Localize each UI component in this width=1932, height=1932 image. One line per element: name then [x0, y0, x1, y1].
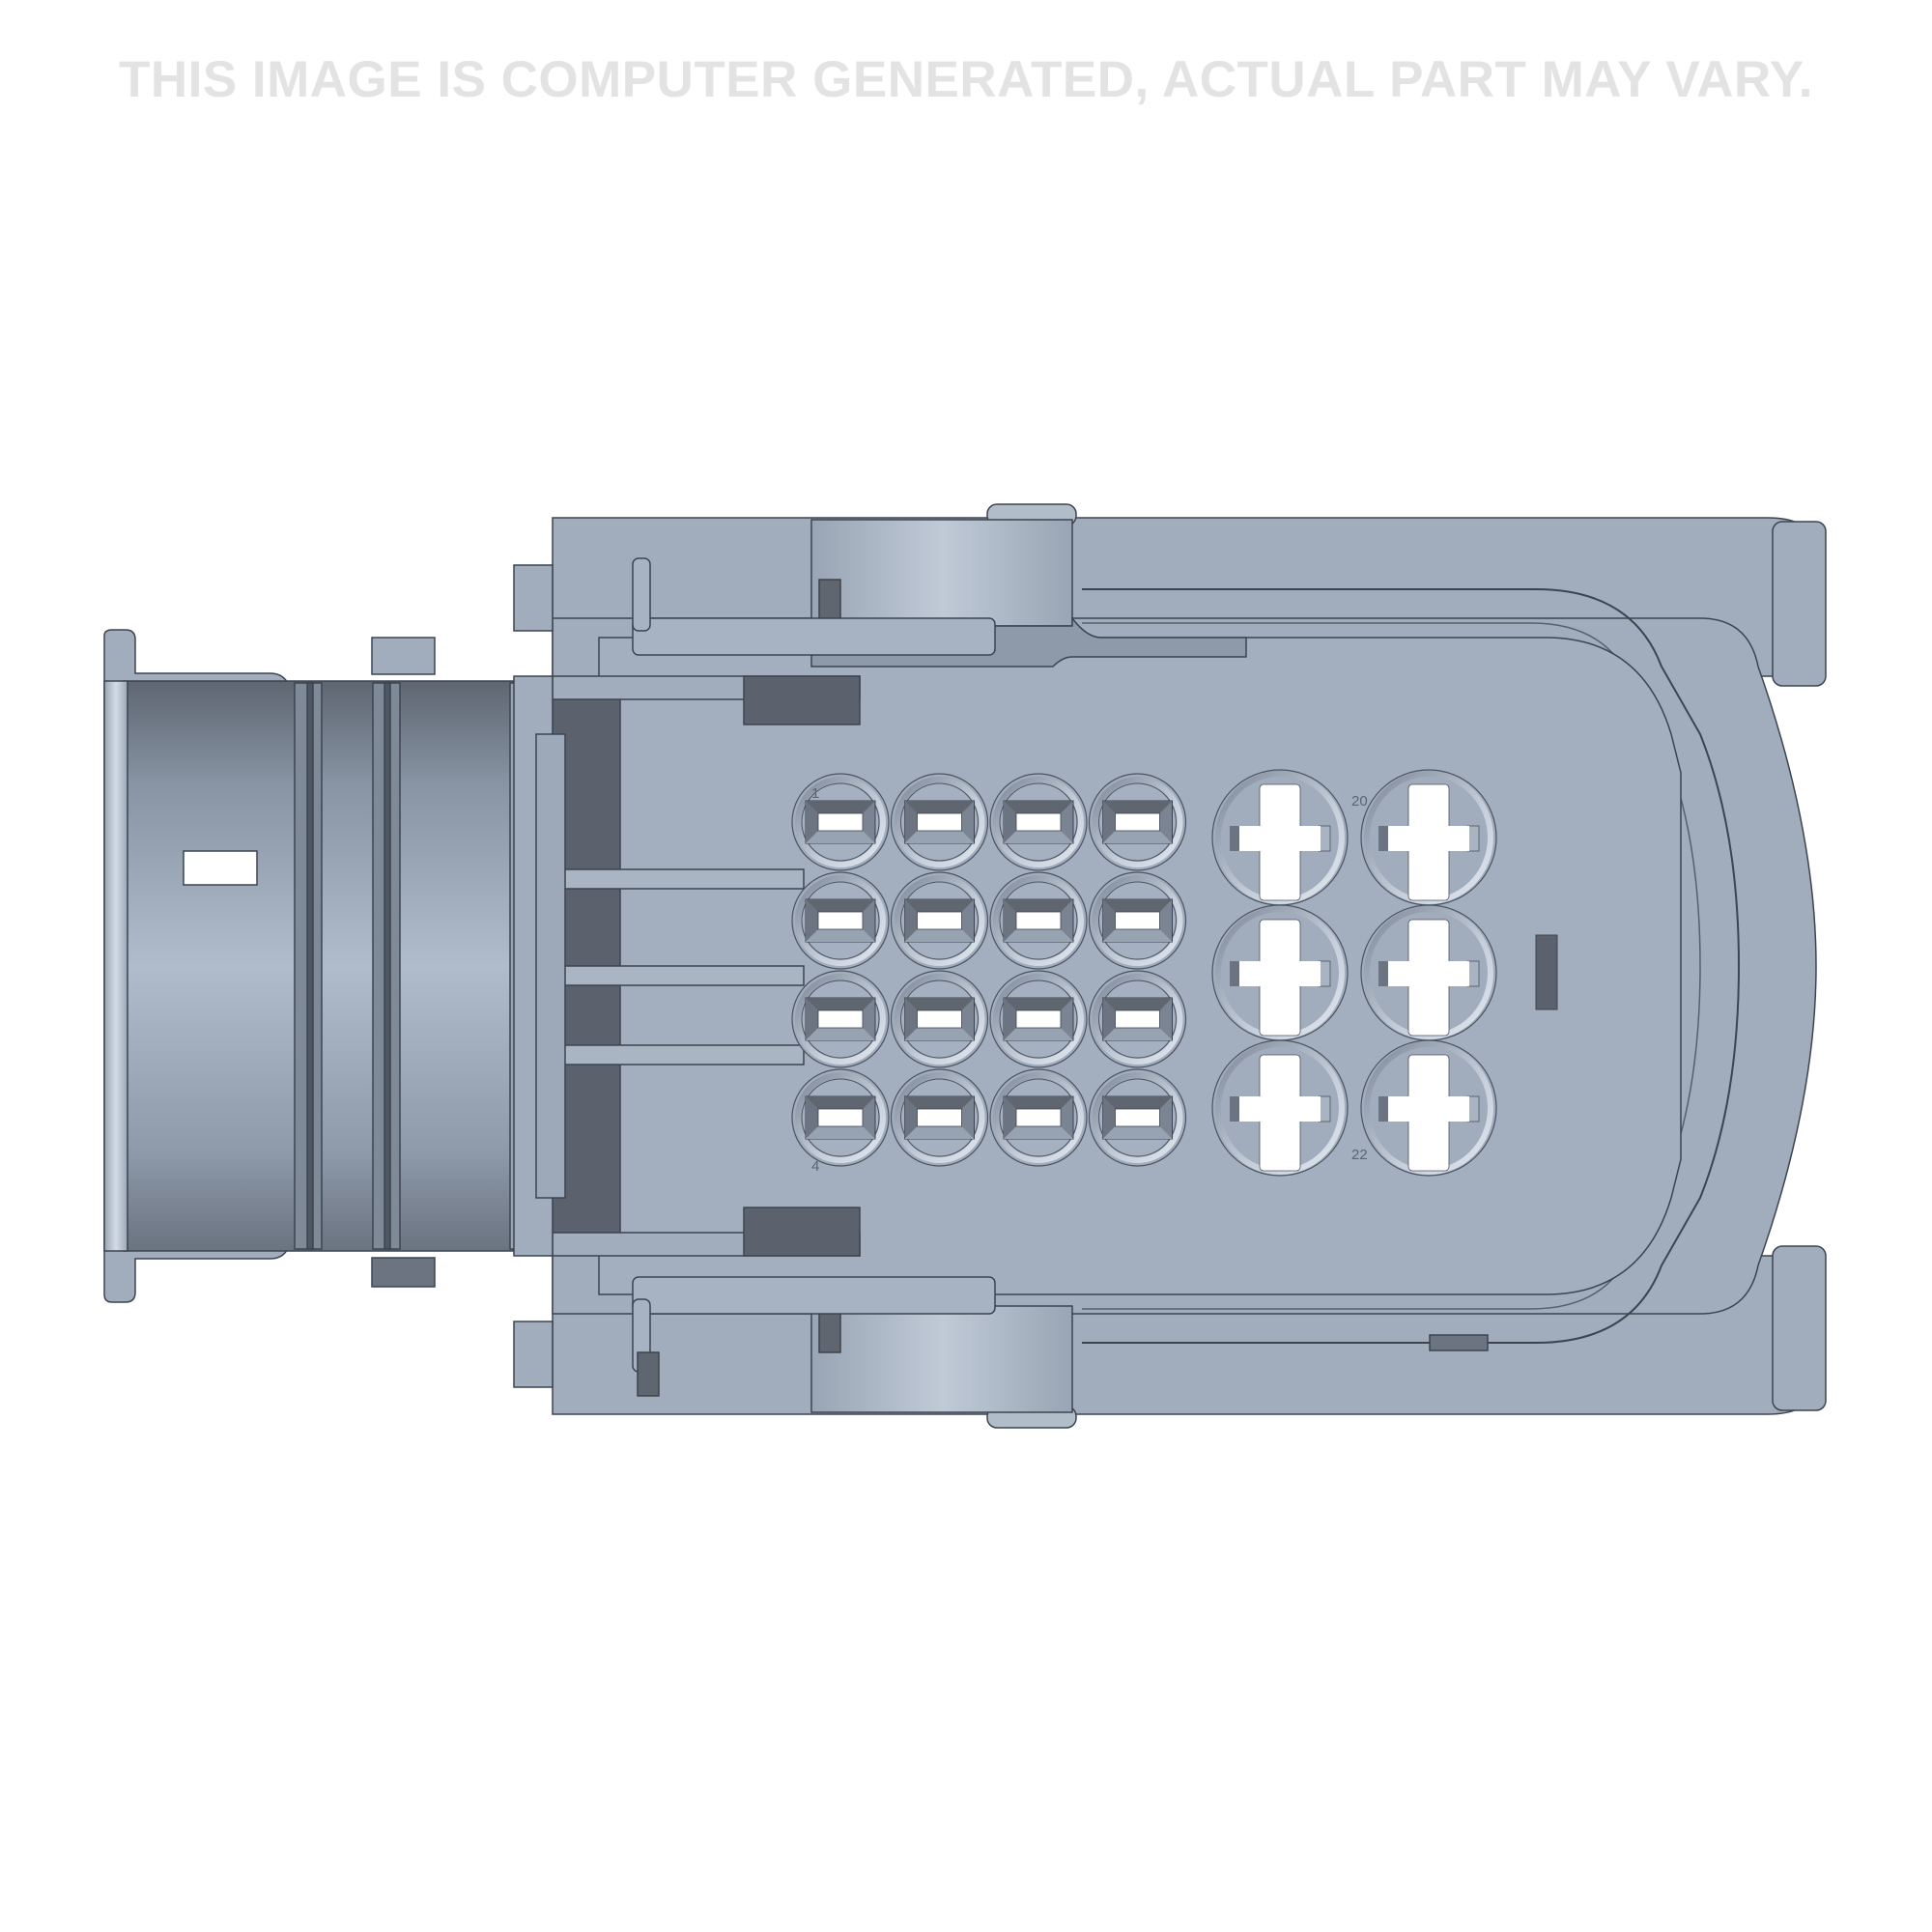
- large-cavity: [1360, 769, 1497, 906]
- cavity-number-label: 20: [1351, 793, 1368, 810]
- small-cavity: [989, 1068, 1088, 1167]
- large-cavity: [1211, 1039, 1349, 1177]
- small-cavity: [1088, 1068, 1187, 1167]
- disclaimer-text: THIS IMAGE IS COMPUTER GENERATED, ACTUAL…: [118, 51, 1814, 108]
- key-slot: [1535, 934, 1558, 1010]
- cavity-number-label: 1: [811, 785, 819, 802]
- small-cavity-grid: [791, 773, 1187, 1167]
- small-cavity: [1088, 773, 1187, 871]
- large-cavity: [1211, 769, 1349, 906]
- rib-channel: [513, 675, 861, 1257]
- small-cavity: [791, 970, 890, 1068]
- bottom-hinge: [632, 1276, 1489, 1429]
- small-cavity: [791, 1068, 890, 1167]
- small-cavity: [890, 970, 989, 1068]
- large-cavity: [1360, 1039, 1497, 1177]
- small-cavity: [989, 970, 1088, 1068]
- small-cavity: [989, 773, 1088, 871]
- large-cavity: [1360, 904, 1497, 1041]
- cavity-number-label: 22: [1351, 1147, 1368, 1163]
- cavity-labels: 1 4 20 22: [811, 785, 1368, 1175]
- small-cavity: [1088, 871, 1187, 970]
- small-cavity: [890, 871, 989, 970]
- barrel: [103, 629, 554, 1303]
- top-hinge: [632, 503, 1247, 668]
- small-cavity: [1088, 970, 1187, 1068]
- small-cavity: [890, 1068, 989, 1167]
- cavity-number-label: 4: [811, 1158, 819, 1175]
- small-cavity: [791, 773, 890, 871]
- small-cavity: [989, 871, 1088, 970]
- large-cavity: [1211, 904, 1349, 1041]
- small-cavity: [791, 871, 890, 970]
- large-cavity-grid: [1211, 769, 1497, 1177]
- small-cavity: [890, 773, 989, 871]
